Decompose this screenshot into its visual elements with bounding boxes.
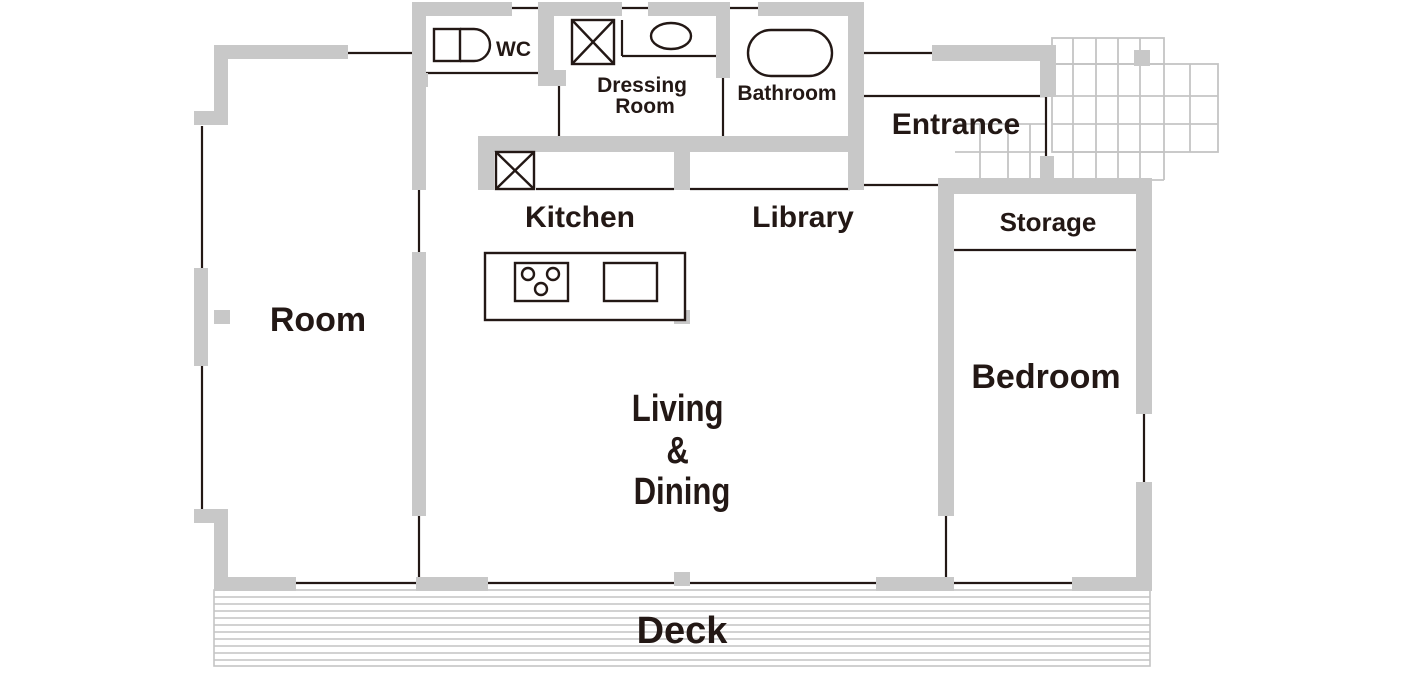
bathtub-icon [746, 28, 834, 78]
label-bathroom: Bathroom [737, 82, 836, 105]
label-room: Room [270, 301, 366, 339]
deck-area [213, 589, 1151, 667]
stove-icon [513, 261, 570, 303]
entrance-tile-grid [955, 37, 1219, 181]
room-labels: WC Dressing Room Bathroom Entrance Kitch… [270, 38, 1121, 652]
kitchen-island [483, 251, 687, 322]
label-library: Library [752, 201, 854, 234]
label-deck: Deck [637, 610, 729, 652]
label-kitchen: Kitchen [525, 201, 635, 234]
sink-icon [570, 18, 693, 66]
fridge-icon [494, 150, 536, 191]
island-sink [602, 261, 659, 303]
label-living-dining: Living & Dining [632, 388, 732, 513]
toilet-icon [432, 27, 492, 63]
label-storage: Storage [1000, 207, 1097, 237]
thin-lines [200, 6, 1146, 585]
label-entrance: Entrance [892, 108, 1020, 141]
label-bedroom: Bedroom [971, 358, 1120, 396]
label-dressing-room: Dressing Room [597, 74, 693, 118]
label-wc: WC [496, 38, 531, 61]
walls [194, 2, 1152, 591]
